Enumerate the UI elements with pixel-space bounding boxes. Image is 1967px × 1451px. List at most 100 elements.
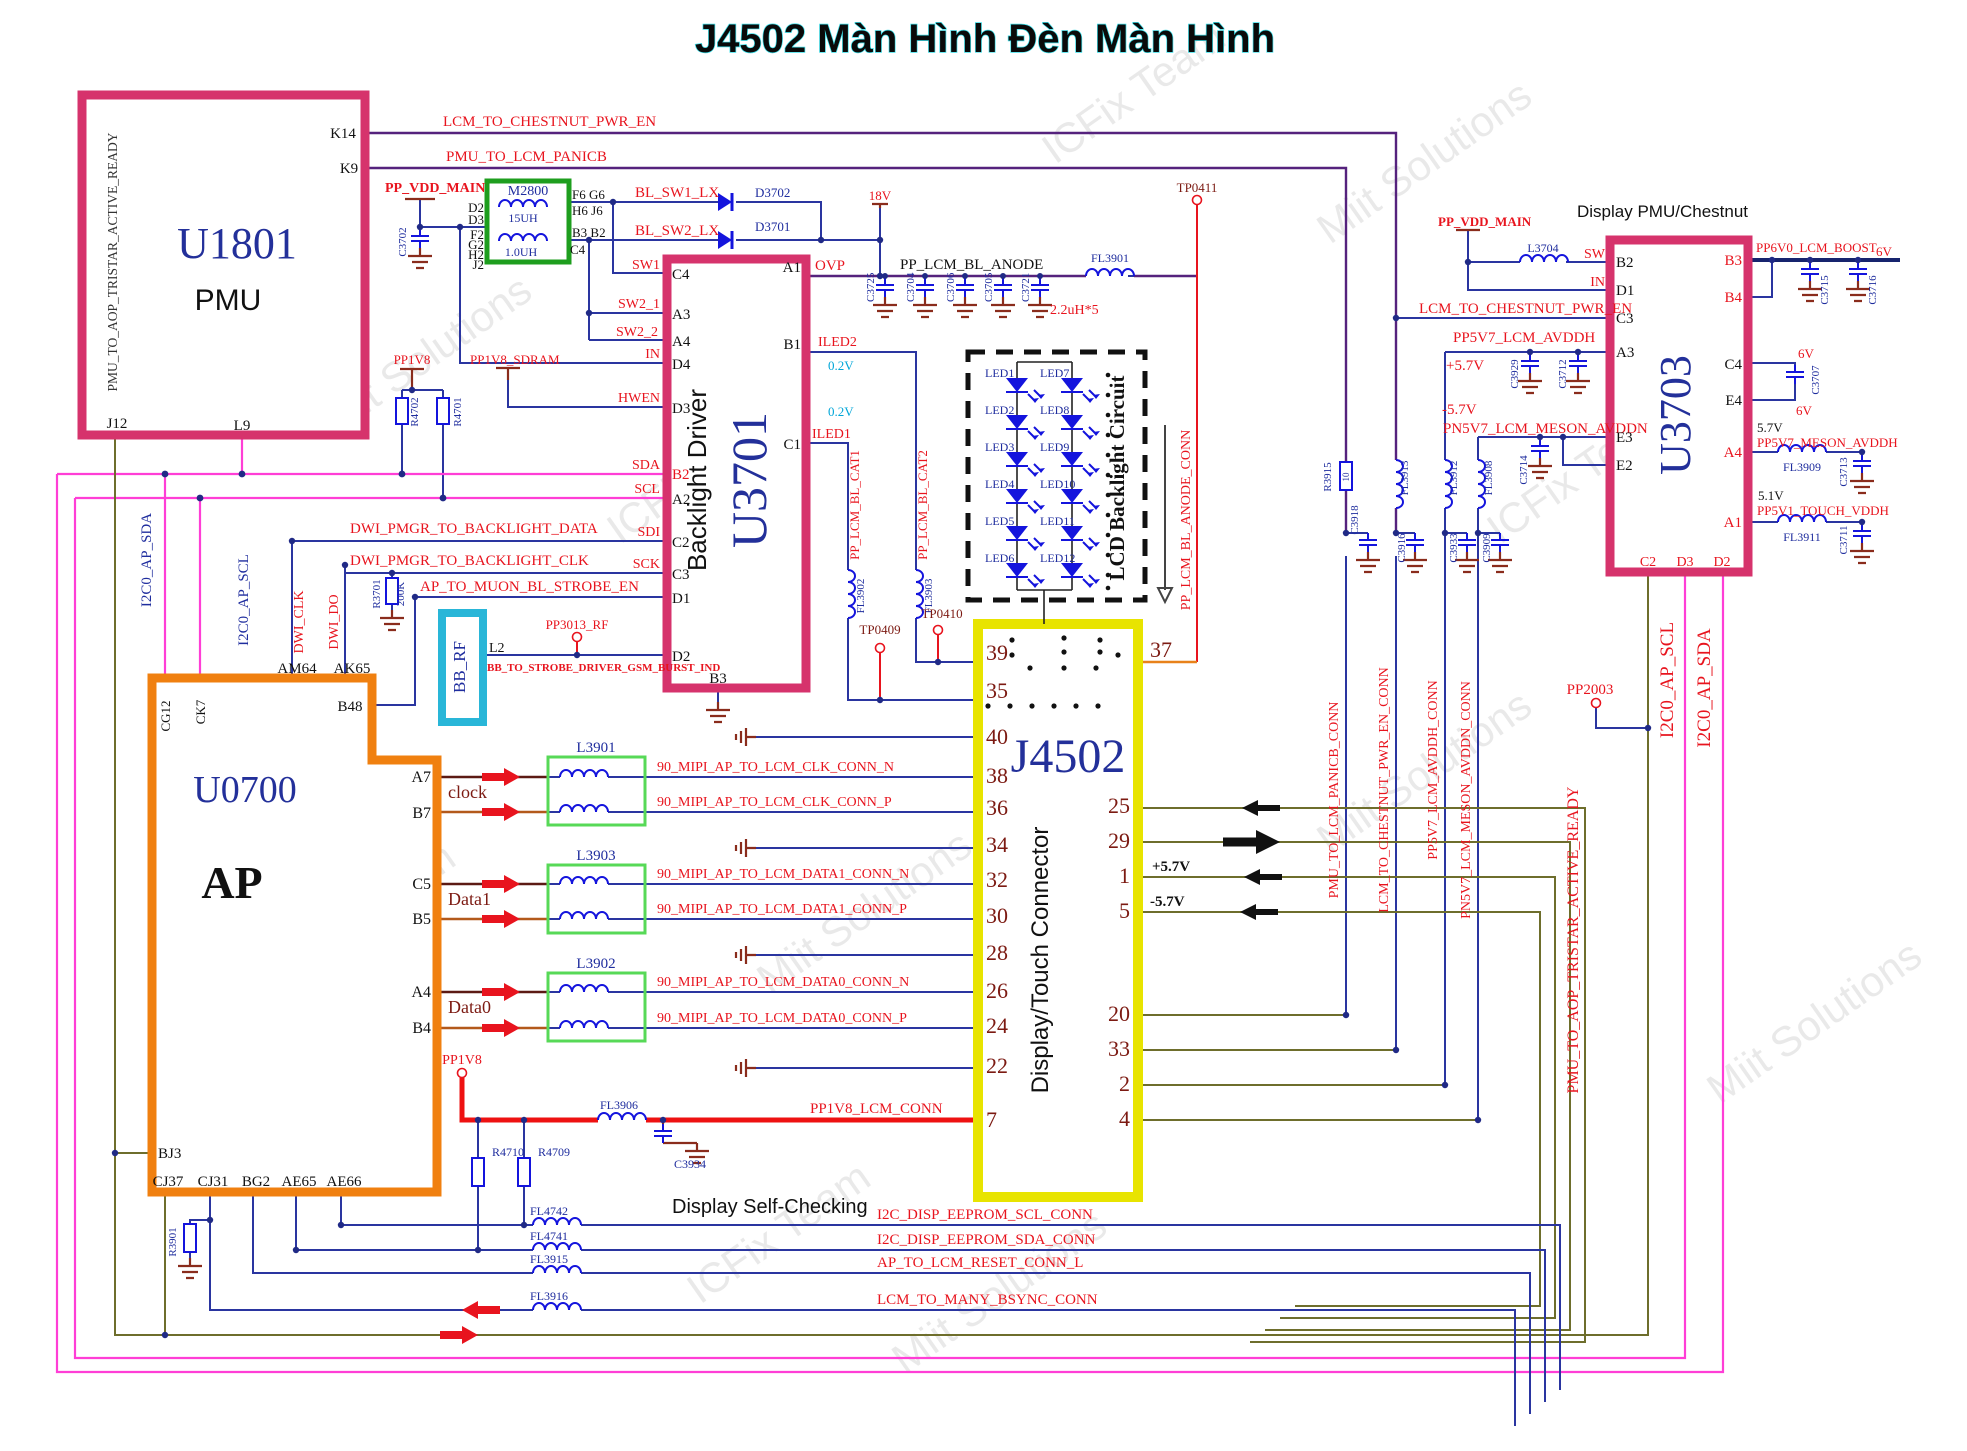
- u0700-pin-ck7: CK7: [193, 699, 208, 724]
- u0700-pin-cj31: CJ31: [198, 1174, 229, 1190]
- j4502-pin-35: 35: [986, 678, 1008, 703]
- u3703-pin-e2: E2: [1616, 458, 1633, 474]
- m2800-pin: G2: [468, 237, 484, 252]
- part-c3721: C3721: [1020, 273, 1032, 302]
- part-fl3901: FL3901: [1091, 251, 1129, 265]
- net-panicb-conn: PMU_TO_LCM_PANICB_CONN: [1327, 702, 1342, 899]
- resistor-r4710: [471, 1157, 485, 1187]
- sig-hwen: HWEN: [618, 391, 660, 406]
- part-c3934: C3934: [674, 1157, 706, 1171]
- j4502-pin-28: 28: [986, 940, 1008, 965]
- part-l3903: L3903: [576, 848, 615, 864]
- u1801-name: PMU: [195, 284, 262, 317]
- u3701-pin-b2: B2: [672, 467, 690, 483]
- net-d1-n: 90_MIPI_AP_TO_LCM_DATA1_CONN_N: [657, 867, 909, 882]
- chip-u1801: [77, 90, 370, 440]
- led8: LED8: [1040, 403, 1069, 417]
- part-c3916: C3916: [1396, 533, 1408, 563]
- u0700-pin-b48: B48: [337, 699, 362, 715]
- led3: LED3: [985, 440, 1014, 454]
- connector-j4502: [973, 619, 1143, 1202]
- sig-iled1: ILED1: [812, 427, 851, 442]
- part-c3714: C3714: [1518, 455, 1530, 485]
- u3703-pin-e4: E4: [1725, 393, 1742, 409]
- page-title: J4502 Màn Hình Đèn Màn Hình: [695, 17, 1275, 61]
- u0700-pin-b7: B7: [412, 805, 431, 822]
- net-pp3013: PP3013_RF: [546, 617, 609, 632]
- val-p57: +5.7V: [1446, 358, 1484, 374]
- val-6v-a: 6V: [1876, 244, 1893, 259]
- testpoint-pp1v8: [456, 1067, 468, 1079]
- net-i2c0-ap-sda-left: I2C0_AP_SDA: [139, 513, 155, 607]
- sig-sck: SCK: [633, 557, 660, 572]
- val-p57-conn: +5.7V: [1152, 859, 1190, 875]
- u3703-pin-a1: A1: [1724, 515, 1742, 531]
- sig-sda: SDA: [632, 458, 661, 473]
- led11: LED11: [1040, 514, 1075, 528]
- part-r4702: R4702: [409, 397, 421, 426]
- part-fl3908: FL3908: [1483, 460, 1495, 495]
- j4502-ref: J4502: [1011, 730, 1126, 783]
- net-pp2003: PP2003: [1567, 682, 1614, 698]
- net-cat2: PP_LCM_BL_CAT2: [915, 450, 930, 560]
- u3701-pin-d4: D4: [672, 357, 691, 373]
- net-chestnut: LCM_TO_CHESTNUT_PWR_EN: [443, 114, 656, 130]
- part-c3712: C3712: [1557, 359, 1569, 388]
- j4502-pin-25: 25: [1108, 793, 1130, 818]
- m2800-pin: F2: [470, 227, 484, 242]
- part-fl4742: FL4742: [530, 1204, 568, 1218]
- led10: LED10: [1040, 477, 1075, 491]
- chip-u0700: [147, 673, 442, 1197]
- val-0v2-b: 0.2V: [828, 404, 854, 419]
- u0700-pin-ae65: AE65: [282, 1174, 317, 1190]
- net-pp1v8-lcm: PP1V8_LCM_CONN: [810, 1101, 943, 1117]
- led12: LED12: [1040, 551, 1075, 565]
- m2800-pin: H2: [468, 247, 484, 262]
- net-clk-n: 90_MIPI_AP_TO_LCM_CLK_CONN_N: [657, 760, 894, 775]
- net-blsw1: BL_SW1_LX: [635, 185, 719, 201]
- testpoint-tp0410: [932, 624, 944, 636]
- net-d0-n: 90_MIPI_AP_TO_LCM_DATA0_CONN_N: [657, 975, 909, 990]
- u3703-pin-a4: A4: [1724, 445, 1743, 461]
- part-c3715: C3715: [1819, 275, 1831, 305]
- part-r4709: R4709: [538, 1145, 570, 1159]
- u3701-pin-b3: B3: [709, 671, 727, 687]
- u3703-pin-a3: A3: [1616, 345, 1634, 361]
- m2800-pin: B3 B2: [572, 225, 606, 240]
- u0700-pin-ae66: AE66: [327, 1174, 362, 1190]
- net-dwi-data: DWI_PMGR_TO_BACKLIGHT_DATA: [350, 521, 598, 537]
- val-6v-b: 6V: [1798, 346, 1815, 361]
- lbl-data0: Data0: [448, 997, 491, 1017]
- j4502-pin-37: 37: [1150, 637, 1172, 662]
- part-1uh: 1.0UH: [505, 245, 538, 259]
- m2800-pin: C4: [570, 242, 586, 257]
- net-avddh: PP5V7_LCM_AVDDH: [1453, 330, 1595, 346]
- part-fl3909: FL3909: [1783, 460, 1821, 474]
- part-fl3915: FL3915: [530, 1252, 568, 1266]
- u3703-pin-b2: B2: [1616, 255, 1634, 271]
- led-backlight-box: [965, 349, 1148, 603]
- part-c3716: C3716: [1867, 275, 1879, 305]
- resistor-r4709: [517, 1157, 531, 1187]
- pin-k14: K14: [330, 126, 356, 142]
- val-m57: -5.7V: [1442, 402, 1477, 418]
- led7: LED7: [1040, 366, 1069, 380]
- testpoint-tp0409: [874, 642, 886, 654]
- part-c3702: C3702: [397, 227, 409, 256]
- led4: LED4: [985, 477, 1014, 491]
- led2: LED2: [985, 403, 1014, 417]
- j4502-pin-26: 26: [986, 978, 1008, 1003]
- part-fl4741: FL4741: [530, 1229, 568, 1243]
- net-dwi-do: DWI_DO: [327, 594, 342, 649]
- u3703-pin-d3: D3: [1676, 555, 1693, 570]
- net-boost: PP6V0_LCM_BOOST: [1756, 240, 1877, 255]
- u3703-pin-d2: D2: [1713, 555, 1730, 570]
- val-0v2-a: 0.2V: [828, 358, 854, 373]
- net-pp1v8-sdram: PP1V8_SDRAM: [470, 352, 560, 367]
- part-r4710: R4710: [492, 1145, 524, 1159]
- u3701-pin-c3: C3: [672, 567, 690, 583]
- j4502-pin-33: 33: [1108, 1036, 1130, 1061]
- u3701-pin-d1: D1: [672, 591, 690, 607]
- u3703-pin-b4: B4: [1724, 290, 1742, 306]
